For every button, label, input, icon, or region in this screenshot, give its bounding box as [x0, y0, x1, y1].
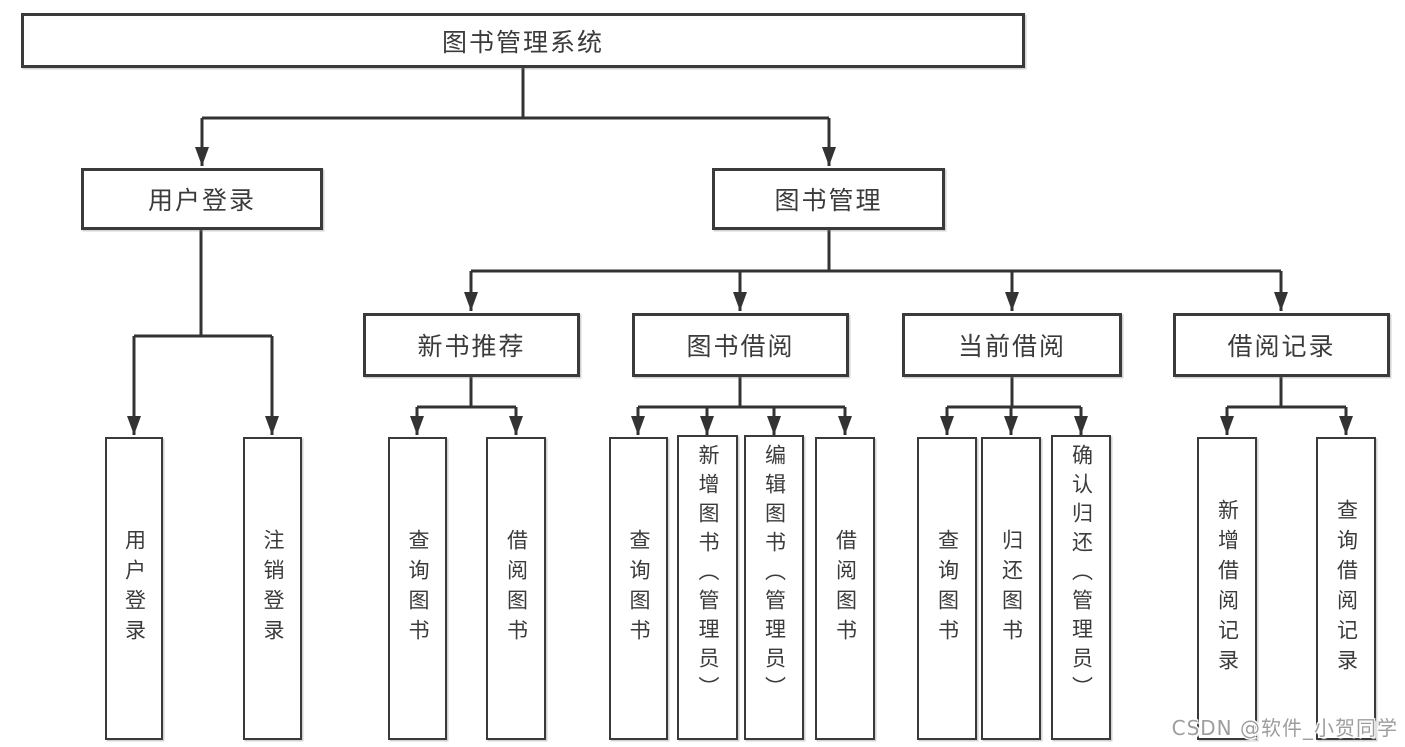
leaf-label: 编辑图书（管理员）	[762, 444, 787, 705]
leaf-user-login: 用户登录	[105, 437, 163, 740]
leaf-label: 新增借阅记录	[1215, 498, 1240, 679]
leaf-query-books-borrowing: 查询图书	[609, 437, 668, 740]
leaf-label: 用户登录	[122, 528, 147, 649]
node-label: 图书管理系统	[441, 27, 604, 57]
node-label: 用户登录	[147, 186, 256, 215]
node-borrow-records: 借阅记录	[1173, 313, 1390, 377]
leaf-confirm-return-admin: 确认归还（管理员）	[1051, 435, 1111, 740]
leaf-label: 归还图书	[999, 528, 1024, 649]
leaf-logout: 注销登录	[243, 437, 302, 740]
node-library-system: 图书管理系统	[21, 13, 1025, 68]
leaf-borrow-books-recommend: 借阅图书	[486, 437, 546, 740]
leaf-add-borrow-record: 新增借阅记录	[1197, 437, 1257, 740]
node-label: 当前借阅	[957, 332, 1066, 361]
leaf-label: 查询图书	[935, 528, 960, 649]
leaf-label: 借阅图书	[504, 528, 529, 649]
leaf-label: 借阅图书	[833, 528, 858, 649]
leaf-label: 查询图书	[627, 528, 651, 649]
node-book-borrowing: 图书借阅	[632, 313, 849, 377]
leaf-return-book: 归还图书	[981, 437, 1041, 740]
leaf-query-borrow-record: 查询借阅记录	[1316, 437, 1376, 740]
node-label: 新书推荐	[417, 332, 526, 361]
leaf-label: 新增图书（管理员）	[696, 444, 720, 705]
leaf-label: 注销登录	[261, 528, 285, 649]
node-label: 图书借阅	[686, 332, 795, 361]
node-label: 借阅记录	[1227, 332, 1336, 361]
node-user-login: 用户登录	[81, 168, 323, 230]
leaf-query-books-recommend: 查询图书	[388, 437, 447, 740]
node-new-book-recommend: 新书推荐	[363, 313, 580, 377]
node-current-borrowing: 当前借阅	[902, 313, 1122, 377]
node-book-management: 图书管理	[712, 168, 945, 230]
leaf-edit-book-admin: 编辑图书（管理员）	[744, 435, 804, 740]
leaf-label: 查询图书	[406, 528, 430, 649]
leaf-query-books-current: 查询图书	[917, 437, 977, 740]
leaf-label: 查询借阅记录	[1334, 498, 1359, 679]
leaf-label: 确认归还（管理员）	[1069, 444, 1094, 705]
node-label: 图书管理	[774, 186, 883, 215]
leaf-borrow-books-borrowing: 借阅图书	[815, 437, 875, 740]
leaf-add-book-admin: 新增图书（管理员）	[677, 435, 738, 740]
csdn-watermark: CSDN @软件_小贺同学	[1171, 716, 1398, 740]
